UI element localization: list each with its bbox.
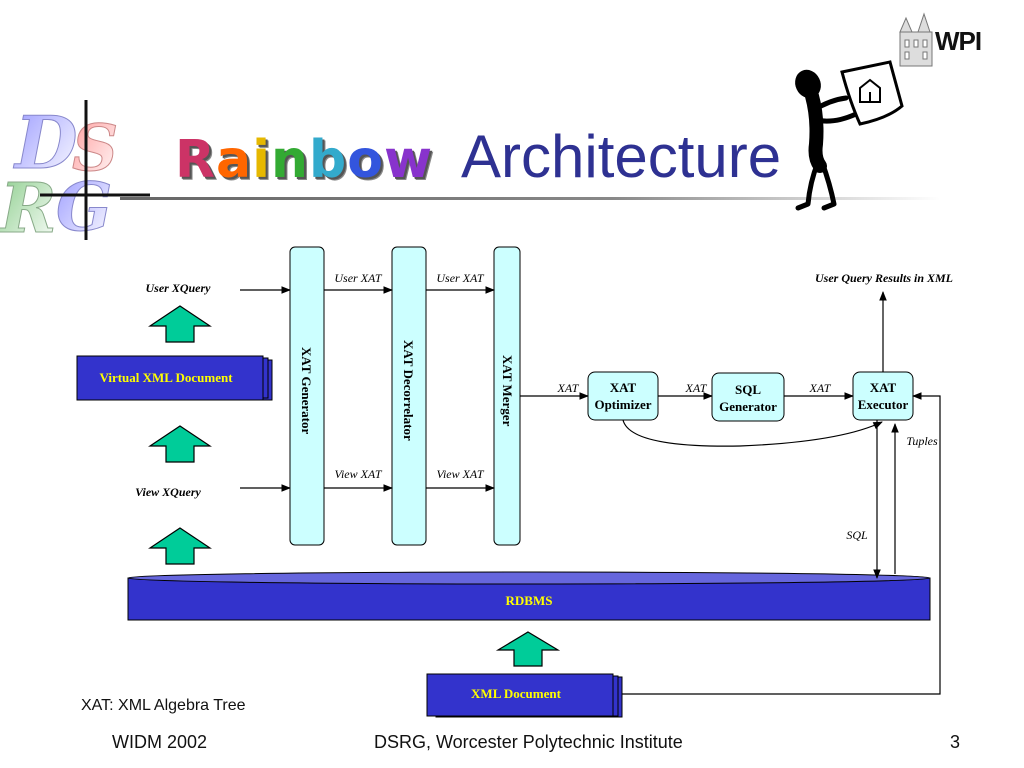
xml-document-label: XML Document (471, 686, 562, 701)
edge-xat-3: XAT (809, 381, 832, 395)
footer-center: DSRG, Worcester Polytechnic Institute (374, 732, 683, 752)
title-rule (120, 197, 940, 200)
slide-title: Rainbow Architecture (175, 122, 781, 192)
up-arrow-3 (148, 527, 212, 565)
edge-user-xat-2: User XAT (436, 271, 485, 285)
user-xquery-label: User XQuery (146, 281, 212, 295)
xat-merger-label: XAT Merger (500, 355, 515, 427)
results-label: User Query Results in XML (815, 271, 953, 285)
svg-text:D: D (13, 100, 77, 185)
title-architecture: Architecture (461, 123, 782, 190)
rdbms-cylinder: RDBMS (127, 571, 931, 621)
virtual-xml-document-label: Virtual XML Document (99, 370, 233, 385)
wpi-logo (899, 12, 933, 67)
footer-left: WIDM 2002 (112, 732, 208, 752)
xat-decorrelator-label: XAT Decorrelator (401, 340, 416, 441)
xat-decorrelator-box: XAT Decorrelator (391, 246, 427, 546)
svg-text:R: R (0, 169, 57, 240)
svg-text:G: G (56, 168, 112, 240)
xat-generator-box: XAT Generator (289, 246, 325, 546)
sql-generator-line2: Generator (719, 399, 777, 414)
optimizer-line1: XAT (610, 380, 637, 395)
view-xquery-label: View XQuery (135, 485, 201, 499)
wpi-logo-text: WPI (935, 26, 982, 56)
rdbms-label: RDBMS (506, 593, 553, 608)
edge-xat-2: XAT (685, 381, 708, 395)
edge-sql: SQL (846, 528, 868, 542)
title-rainbow: Rainbow (175, 130, 434, 190)
executor-line1: XAT (870, 380, 897, 395)
up-arrow-1 (148, 305, 212, 343)
sql-generator-box: SQL Generator (711, 372, 785, 422)
optimizer-line2: Optimizer (594, 397, 651, 412)
footer-page-number: 3 (950, 732, 961, 752)
svg-text:S: S (72, 111, 118, 186)
xat-merger-box: XAT Merger (493, 246, 521, 546)
edge-view-xat-2: View XAT (437, 467, 485, 481)
virtual-xml-document: Virtual XML Document (76, 355, 273, 401)
xat-executor-box: XAT Executor (852, 371, 914, 421)
up-arrow-4 (495, 631, 561, 667)
xat-generator-label: XAT Generator (299, 347, 314, 434)
executor-line2: Executor (858, 397, 909, 412)
edge-xat-1: XAT (557, 381, 580, 395)
edge-tuples: Tuples (906, 434, 938, 448)
dsrg-logo: D S R G (0, 100, 150, 240)
xml-document: XML Document (426, 673, 623, 718)
sql-generator-line1: SQL (735, 382, 761, 397)
xat-definition-note: XAT: XML Algebra Tree (81, 697, 246, 714)
stick-figure-icon (795, 60, 904, 211)
edge-view-xat-1: View XAT (335, 467, 383, 481)
xat-optimizer-box: XAT Optimizer (587, 371, 659, 421)
up-arrow-2 (148, 425, 212, 463)
edge-user-xat-1: User XAT (334, 271, 383, 285)
